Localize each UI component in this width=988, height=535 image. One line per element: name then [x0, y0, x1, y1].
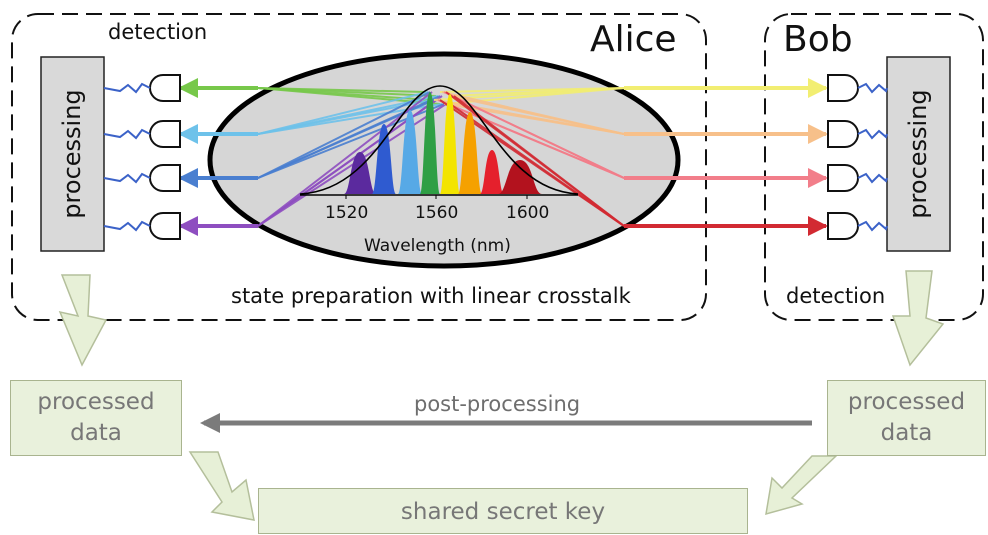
alice-processed-data-box: processed data	[10, 380, 182, 456]
bob-title: Bob	[783, 19, 853, 60]
spectrum-peak	[420, 92, 440, 194]
crosstalk-line-bob	[453, 95, 625, 227]
spectrum-peak	[498, 160, 542, 194]
crosstalk-line-bob	[449, 103, 625, 227]
bob-key-arrow	[765, 455, 838, 516]
alice-wire-icon	[103, 82, 151, 94]
tick-label-1560: 1560	[415, 203, 459, 223]
spectrum-peak	[398, 110, 422, 194]
post-processing-label: post-processing	[414, 392, 581, 416]
bob-wire-icon	[857, 220, 888, 232]
tick-label-1600: 1600	[506, 203, 550, 223]
bob-region	[764, 13, 984, 321]
bob-detector-icon	[827, 74, 859, 102]
crosstalk-line-bob	[451, 95, 625, 179]
alice-down-arrow	[58, 274, 108, 367]
alice-caption: state preparation with linear crosstalk	[231, 284, 631, 308]
spectrum-peak	[458, 112, 482, 194]
spectrum-envelope	[299, 85, 579, 195]
alice-detector-icon	[149, 212, 181, 240]
bob-wire-icon	[857, 172, 888, 184]
bob-down-arrow	[891, 270, 945, 367]
alice-wire-icon	[103, 128, 151, 140]
channel-arrows	[178, 78, 828, 236]
crosstalk-lines	[257, 87, 625, 227]
crosstalk-line-alice	[257, 103, 447, 227]
spectrum-peak	[480, 150, 504, 194]
bob-processing-box	[886, 56, 951, 252]
alice-wire-icon	[103, 172, 151, 184]
shared-secret-key-label: shared secret key	[400, 499, 606, 525]
bob-processed-data-label: processed data	[847, 389, 966, 446]
detectors	[103, 74, 888, 240]
alice-region	[11, 13, 707, 321]
crosstalk-line-bob	[449, 95, 625, 135]
alice-detector-icon	[149, 74, 181, 102]
alice-key-arrow	[188, 451, 255, 521]
alice-detector-icon	[149, 120, 181, 148]
alice-processing-box	[40, 56, 105, 252]
bob-wire-icon	[857, 82, 888, 94]
spectrum-peak	[372, 124, 396, 194]
bob-processing-label: processing	[904, 89, 932, 219]
tick-label-1520: 1520	[325, 203, 369, 223]
alice-wire-icon	[103, 220, 151, 232]
bob-detector-icon	[827, 120, 859, 148]
shared-secret-key-box: shared secret key	[258, 488, 748, 534]
bob-detection-label: detection	[786, 284, 886, 308]
spectrum-peak	[440, 94, 460, 194]
alice-title: Alice	[590, 19, 677, 60]
bob-processed-data-box: processed data	[827, 380, 986, 456]
bob-detector-icon	[827, 164, 859, 192]
alice-detector-icon	[149, 164, 181, 192]
bob-detector-icon	[827, 212, 859, 240]
spectrum-x-label: Wavelength (nm)	[364, 236, 511, 256]
bob-wire-icon	[857, 128, 888, 140]
alice-processing-label: processing	[58, 89, 86, 219]
crosstalk-line-bob	[445, 103, 625, 135]
spectrum-peaks	[299, 85, 579, 195]
alice-detection-label: detection	[108, 20, 208, 44]
alice-processed-data-label: processed data	[37, 389, 155, 446]
crosstalk-line-alice	[257, 91, 431, 179]
spectrum-peak	[344, 152, 376, 194]
